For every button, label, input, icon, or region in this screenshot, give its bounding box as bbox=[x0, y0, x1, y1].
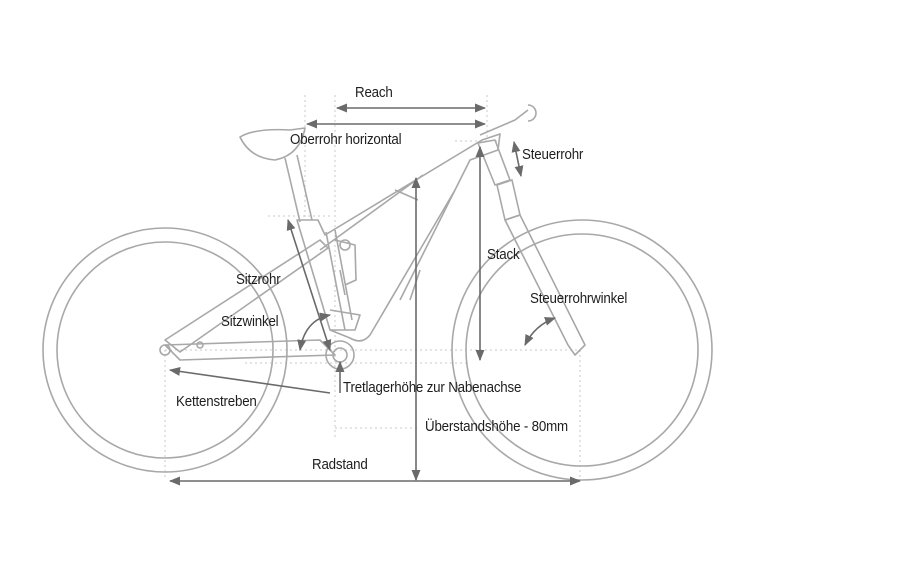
label-seat-tube: Sitzrohr bbox=[236, 272, 281, 288]
head-tube-arrow bbox=[511, 140, 524, 178]
label-seat-angle: Sitzwinkel bbox=[221, 314, 279, 330]
head-tube bbox=[477, 139, 511, 186]
chainstay-arrow bbox=[168, 366, 331, 394]
dimension-arrows bbox=[168, 103, 582, 486]
handlebar-stem bbox=[479, 104, 537, 136]
label-wheelbase: Radstand bbox=[312, 457, 368, 473]
frame bbox=[159, 104, 586, 370]
label-stack: Stack bbox=[487, 247, 520, 263]
label-top-tube: Oberrohr horizontal bbox=[290, 132, 402, 148]
label-reach: Reach bbox=[355, 85, 393, 101]
saddle bbox=[239, 127, 306, 161]
seatpost bbox=[284, 154, 313, 223]
label-bb-drop: Tretlagerhöhe zur Nabenachse bbox=[343, 380, 522, 396]
seat-angle-arc bbox=[297, 312, 332, 352]
label-standover: Überstandshöhe - 80mm bbox=[425, 419, 568, 435]
label-chainstay: Kettenstreben bbox=[176, 394, 257, 410]
fork bbox=[504, 214, 586, 356]
front-wheel bbox=[451, 219, 713, 481]
label-head-angle: Steuerrohrwinkel bbox=[530, 291, 628, 307]
label-head-tube: Steuerrohr bbox=[522, 147, 584, 163]
head-angle-arc bbox=[524, 317, 557, 347]
seat-tube-arrow bbox=[286, 218, 332, 352]
